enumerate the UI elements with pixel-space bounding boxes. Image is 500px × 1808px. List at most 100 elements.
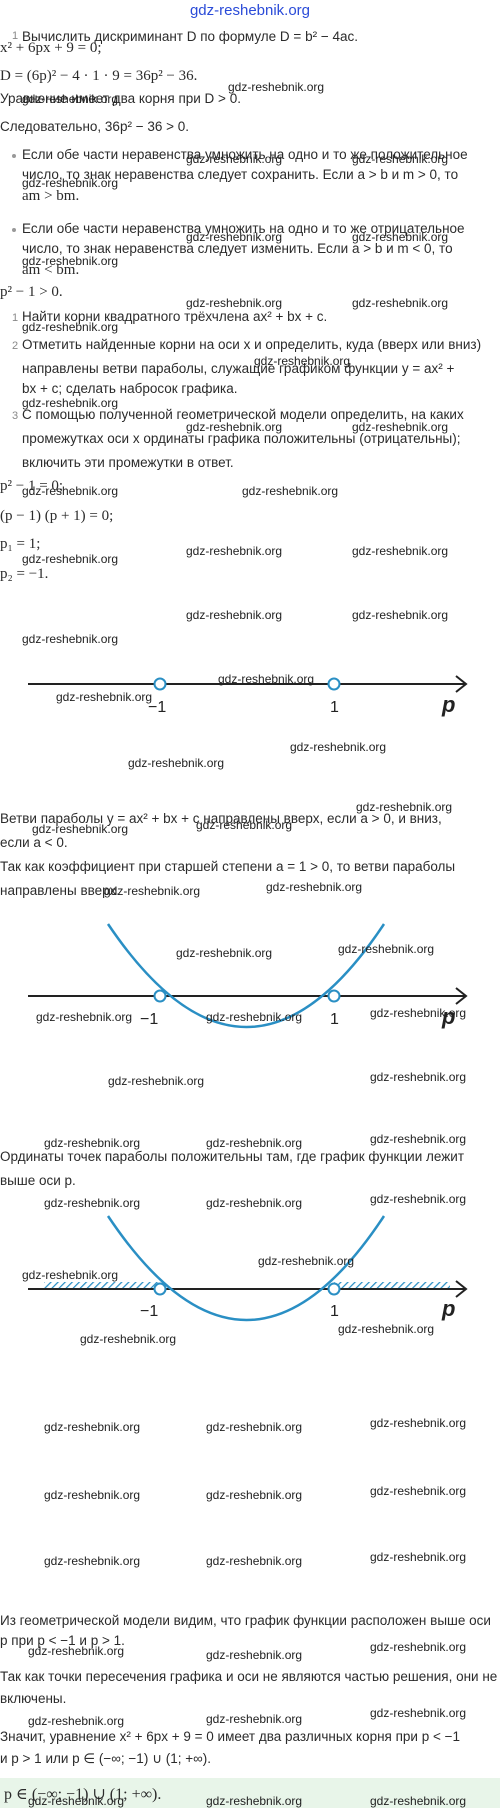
step-number: 1: [12, 30, 19, 42]
axis-arrow: [455, 987, 468, 1005]
watermark: gdz-reshebnik.org: [176, 946, 273, 960]
watermark: gdz-reshebnik.org: [258, 1254, 355, 1268]
watermark: gdz-reshebnik.org: [370, 1006, 467, 1020]
text-line: Так как точки пересечения графика и оси …: [0, 1669, 498, 1684]
text-line: Ординаты точек параболы положительны там…: [0, 1149, 465, 1164]
watermark: gdz-reshebnik.org: [186, 296, 283, 310]
watermark: gdz-reshebnik.org: [186, 230, 283, 244]
watermark: gdz-reshebnik.org: [44, 1488, 141, 1502]
root-point-right: [327, 677, 341, 691]
parabola-curve: [106, 923, 386, 1029]
text-line: Найти корни квадратного трёхчлена ax² + …: [22, 309, 328, 324]
number-line-roots: −1 1 p: [28, 675, 468, 717]
watermark: gdz-reshebnik.org: [28, 1794, 125, 1808]
text-line: число, то знак неравенства следует сохра…: [22, 167, 459, 182]
text-line: число, то знак неравенства следует измен…: [22, 241, 453, 256]
watermark: gdz-reshebnik.org: [44, 1136, 141, 1150]
watermark: gdz-reshebnik.org: [22, 176, 119, 190]
watermark: gdz-reshebnik.org: [206, 1136, 303, 1150]
watermark: gdz-reshebnik.org: [206, 1420, 303, 1434]
watermark: gdz-reshebnik.org: [370, 1132, 467, 1146]
watermark: gdz-reshebnik.org: [28, 1714, 125, 1728]
axis-label: p: [441, 692, 455, 717]
watermark: gdz-reshebnik.org: [266, 880, 363, 894]
text-line: включены.: [0, 1691, 67, 1706]
text-line: Ветви параболы y = ax² + bx + c направле…: [0, 811, 442, 826]
watermark: gdz-reshebnik.org: [206, 1488, 303, 1502]
text-line: выше оси p.: [0, 1173, 76, 1188]
text-line: Отметить найденные корни на оси x и опре…: [22, 337, 482, 352]
root-left-label: −1: [148, 699, 166, 716]
step-number: 3: [12, 410, 19, 422]
watermark: gdz-reshebnik.org: [56, 690, 153, 704]
axis-label: p: [441, 1004, 455, 1029]
equation: D = (6p)² − 4 · 1 · 9 = 36p² − 36.: [0, 68, 198, 84]
step-number: 1: [12, 312, 19, 324]
watermark: gdz-reshebnik.org: [22, 254, 119, 268]
text-line: Если обе части неравенства умножить на о…: [22, 221, 465, 236]
text-line: промежутках оси x ординаты графика полож…: [22, 431, 461, 446]
text-line: направлены вверх.: [0, 883, 121, 898]
watermark: gdz-reshebnik.org: [254, 354, 351, 368]
watermark: gdz-reshebnik.org: [44, 1554, 141, 1568]
watermark: gdz-reshebnik.org: [290, 740, 387, 754]
root-right-label: 1: [330, 699, 339, 716]
watermark: gdz-reshebnik.org: [352, 544, 449, 558]
watermark: gdz-reshebnik.org: [338, 942, 435, 956]
watermark: gdz-reshebnik.org: [370, 1416, 467, 1430]
hatched-interval-left: [44, 1282, 160, 1289]
root-right-label: 1: [330, 1303, 339, 1320]
text-line: направлены ветви параболы, служащие граф…: [22, 361, 455, 376]
watermark: gdz-reshebnik.org: [242, 484, 339, 498]
text-line: p при p < −1 и p > 1.: [0, 1633, 125, 1648]
watermark: gdz-reshebnik.org: [338, 1322, 435, 1336]
equation: p₂ = −1.: [0, 566, 49, 582]
watermark: gdz-reshebnik.org: [196, 818, 293, 832]
watermark: gdz-reshebnik.org: [28, 1644, 125, 1658]
root-left-label: −1: [140, 1011, 158, 1028]
bullet: [12, 154, 16, 158]
answer-text: p ∈ (−∞; −1) ∪ (1; +∞).: [4, 1786, 162, 1803]
watermark: gdz-reshebnik.org: [356, 800, 453, 814]
watermark: gdz-reshebnik.org: [352, 608, 449, 622]
watermark: gdz-reshebnik.org: [186, 420, 283, 434]
root-point-left: [153, 1282, 167, 1296]
watermark: gdz-reshebnik.org: [186, 608, 283, 622]
watermark: gdz-reshebnik.org: [206, 1712, 303, 1726]
bullet: [12, 228, 16, 232]
root-point-left: [153, 677, 167, 691]
site-title[interactable]: gdz-reshebnik.org: [189, 2, 311, 19]
watermark: gdz-reshebnik.org: [370, 1484, 467, 1498]
equation: p² − 1 > 0.: [0, 284, 63, 300]
axis-label: p: [441, 1296, 455, 1321]
root-point-left: [153, 989, 167, 1003]
watermark: gdz-reshebnik.org: [80, 1332, 177, 1346]
watermark: gdz-reshebnik.org: [186, 152, 283, 166]
text-line: Если обе части неравенства умножить на о…: [22, 147, 468, 162]
text-line: Так как коэффициент при старшей степени …: [0, 859, 456, 874]
text-line: включить эти промежутки в ответ.: [22, 455, 234, 470]
parabola-graph: −1 1 p: [28, 923, 468, 1029]
watermark: gdz-reshebnik.org: [206, 1648, 303, 1662]
watermark: gdz-reshebnik.org: [22, 320, 119, 334]
parabola-curve: [106, 1215, 386, 1322]
watermark: gdz-reshebnik.org: [218, 672, 315, 686]
watermark: gdz-reshebnik.org: [22, 632, 119, 646]
watermark: gdz-reshebnik.org: [206, 1196, 303, 1210]
root-point-right: [327, 989, 341, 1003]
watermark: gdz-reshebnik.org: [370, 1550, 467, 1564]
watermark: gdz-reshebnik.org: [36, 1010, 133, 1024]
watermark: gdz-reshebnik.org: [22, 92, 119, 106]
watermark: gdz-reshebnik.org: [370, 1794, 467, 1808]
root-right-label: 1: [330, 1011, 339, 1028]
equation: (p − 1) (p + 1) = 0;: [0, 508, 114, 524]
watermark: gdz-reshebnik.org: [206, 1794, 303, 1808]
root-left-label: −1: [140, 1303, 158, 1320]
answer-box: p ∈ (−∞; −1) ∪ (1; +∞).: [0, 1778, 500, 1808]
text-line: Из геометрической модели видим, что граф…: [0, 1613, 491, 1628]
text-line: bx + c; сделать набросок графика.: [22, 381, 238, 396]
watermark: gdz-reshebnik.org: [108, 1074, 205, 1088]
text-line: Следовательно, 36p² − 36 > 0.: [0, 119, 189, 134]
axis-arrow: [455, 675, 468, 693]
equation: am > bm.: [22, 188, 80, 204]
